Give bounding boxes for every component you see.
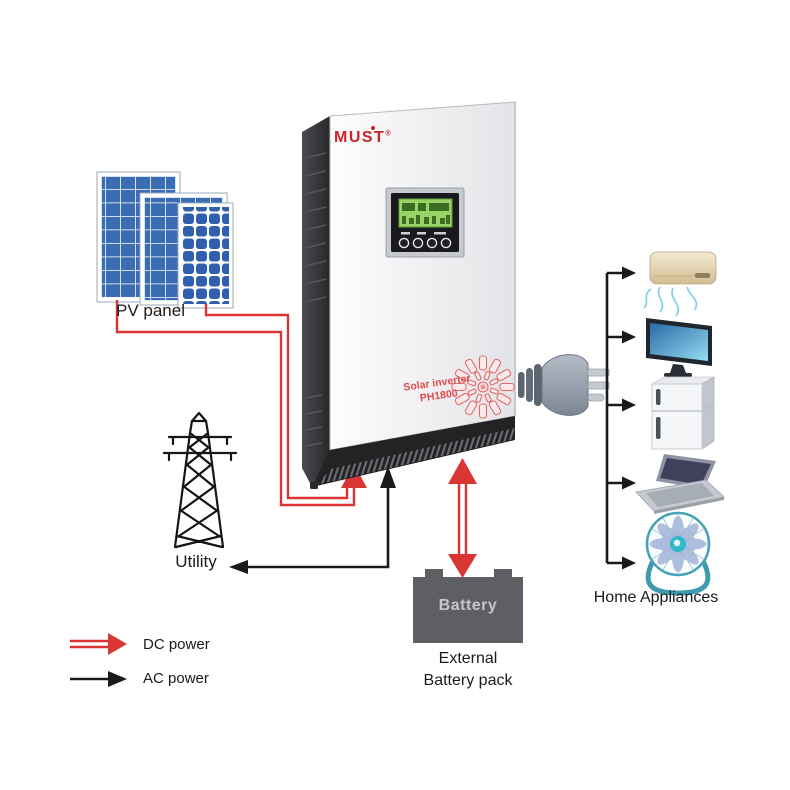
must-brand-text: MUST <box>334 129 386 146</box>
dc-wire-battery <box>448 458 477 578</box>
utility-tower-icon <box>162 411 238 549</box>
external-battery-line2: Battery pack <box>423 671 513 689</box>
inverter-display <box>385 187 465 258</box>
legend-ac-arrow <box>70 671 127 687</box>
must-brand-logo: MUST® <box>334 129 391 147</box>
refrigerator-icon <box>650 376 716 450</box>
must-logo-dot <box>371 126 375 130</box>
external-battery-label: External Battery pack <box>398 648 538 691</box>
desk-fan-icon <box>645 511 711 596</box>
laptop-icon <box>635 454 725 514</box>
display-labels <box>401 232 446 235</box>
tv-icon <box>646 318 712 377</box>
registered-mark: ® <box>385 130 391 138</box>
sun-burst-icon <box>451 355 515 419</box>
ac-wire-appliances <box>605 266 636 570</box>
display-buttons <box>398 237 452 249</box>
dc-wire-pv <box>115 300 356 507</box>
utility-label: Utility <box>175 552 217 571</box>
ac-wire-utility <box>229 466 396 574</box>
legend-dc-arrow <box>70 633 127 655</box>
external-battery-line1: External <box>438 650 498 667</box>
legend-ac-label: AC power <box>143 670 209 687</box>
air-conditioner-icon <box>643 251 717 317</box>
lcd-screen <box>402 203 450 224</box>
fan-cage <box>648 514 708 574</box>
pv-panel-label: PV panel <box>116 301 185 320</box>
battery-label: Battery <box>438 597 498 614</box>
inverter-unit <box>302 101 516 489</box>
legend-dc-label: DC power <box>143 636 210 653</box>
home-appliances-label: Home Appliances <box>593 589 719 606</box>
battery-icon <box>413 569 523 643</box>
power-plug-icon <box>518 354 610 416</box>
air-flow-lines <box>643 286 698 317</box>
pv-panel-icon <box>96 171 234 309</box>
